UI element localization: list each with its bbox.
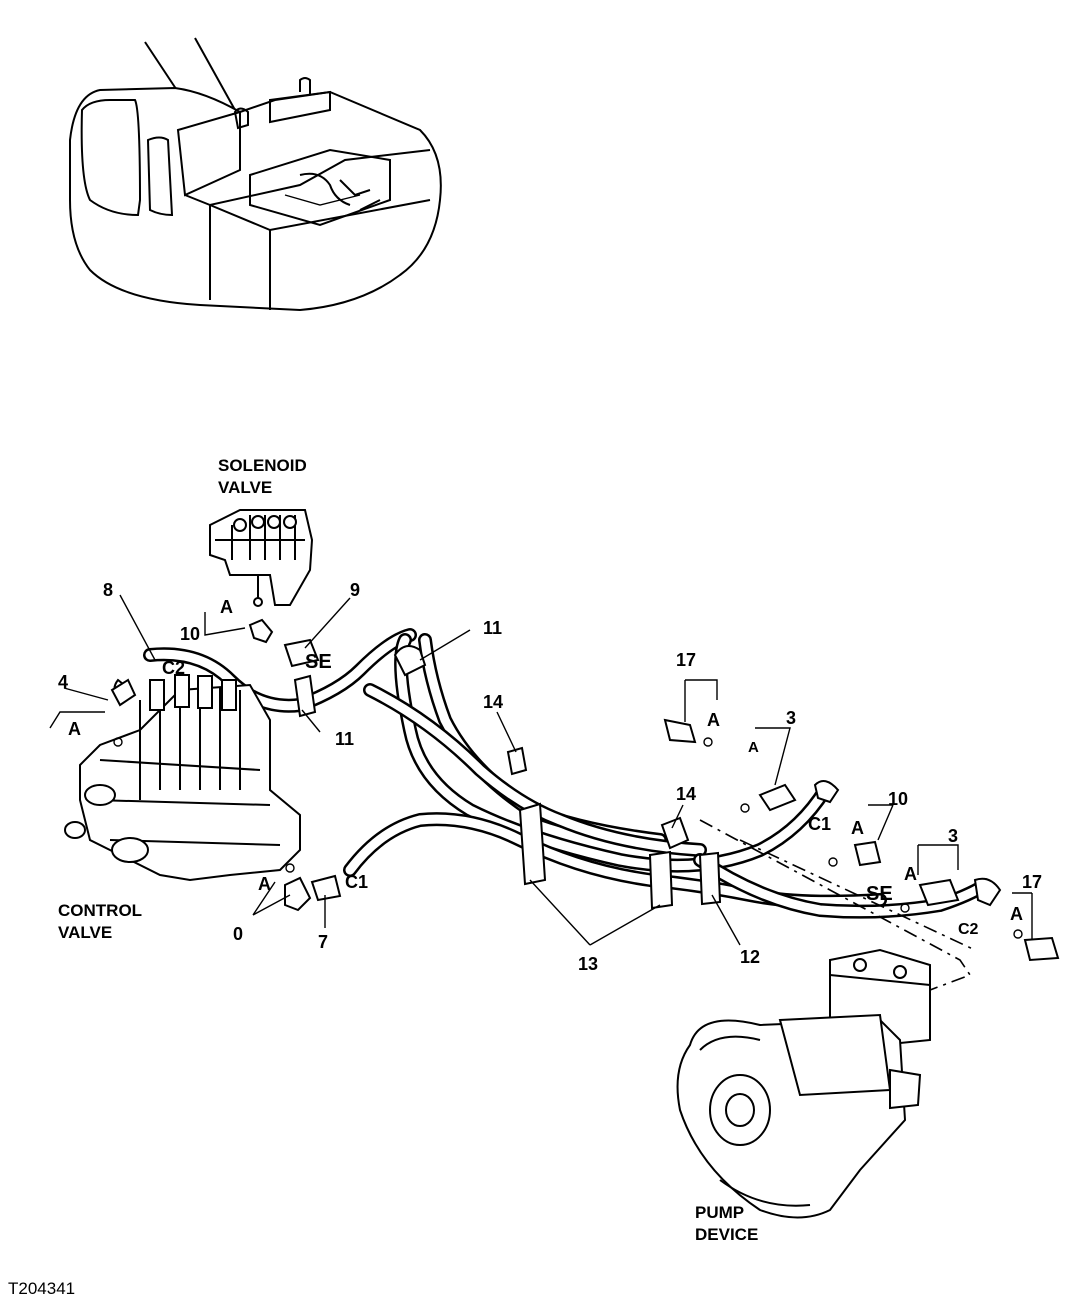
solenoid-valve	[209, 509, 314, 607]
callout-17-upper: 17	[676, 650, 696, 670]
callout-3-upper: 3	[786, 708, 796, 728]
port-a-17-lower: A	[1010, 904, 1023, 924]
port-c1-control: C1	[345, 872, 368, 892]
hose-bundle	[143, 628, 992, 919]
callout-11-upper: 11	[483, 618, 502, 638]
c1-pilot-line	[739, 839, 976, 951]
excavator-overview	[69, 37, 442, 312]
port-a-10-right: A	[851, 818, 864, 838]
pump-device-label-line1: PUMP	[695, 1203, 744, 1222]
callout-7: 7	[318, 932, 328, 952]
callout-8: 8	[103, 580, 113, 600]
part-callouts: 8 9 10 11 11 4 0 7 14 14 17 3 10 3 17 13…	[58, 580, 1042, 974]
callout-14-left: 14	[483, 692, 503, 712]
callout-9: 9	[350, 580, 360, 600]
callout-0: 0	[233, 924, 243, 944]
port-c2-control: C2	[162, 658, 185, 678]
callout-4: 4	[58, 672, 68, 692]
callout-10-left: 10	[180, 624, 200, 644]
port-se-left: SE	[305, 651, 332, 673]
port-marks: A A A A A A A A SE SE C2 C2 C1 C1	[68, 597, 1023, 938]
pump-device	[676, 948, 931, 1219]
callout-17-lower: 17	[1022, 872, 1042, 892]
port-se-right: SE	[866, 883, 893, 905]
callout-11-lower: 11	[335, 729, 354, 749]
control-valve-label-line1: CONTROL	[58, 901, 142, 920]
callout-13: 13	[578, 954, 598, 974]
port-a-control-top: A	[68, 719, 81, 739]
port-a-17-upper: A	[707, 710, 720, 730]
fittings	[110, 618, 1060, 962]
callout-12: 12	[740, 947, 760, 967]
pump-device-label-line2: DEVICE	[695, 1225, 758, 1244]
control-valve	[64, 674, 301, 882]
callout-14-right: 14	[676, 784, 696, 804]
figure-id: T204341	[8, 1279, 75, 1298]
solenoid-valve-label-line2: VALVE	[218, 478, 272, 497]
callout-10-right: 10	[888, 789, 908, 809]
port-c1-pump: C1	[808, 814, 831, 834]
callout-3-lower: 3	[948, 826, 958, 846]
leader-lines	[49, 594, 1033, 946]
port-a-solenoid: A	[220, 597, 233, 617]
port-a-3-upper: A	[748, 739, 759, 756]
c2-pilot-line	[699, 819, 972, 991]
control-valve-label-line2: VALVE	[58, 923, 112, 942]
port-a-3-lower: A	[904, 864, 917, 884]
port-c2-pump: C2	[958, 921, 979, 938]
component-labels: SOLENOID VALVE CONTROL VALVE PUMP DEVICE	[58, 456, 758, 1244]
solenoid-valve-label-line1: SOLENOID	[218, 456, 307, 475]
port-a-control-bottom: A	[258, 874, 271, 894]
